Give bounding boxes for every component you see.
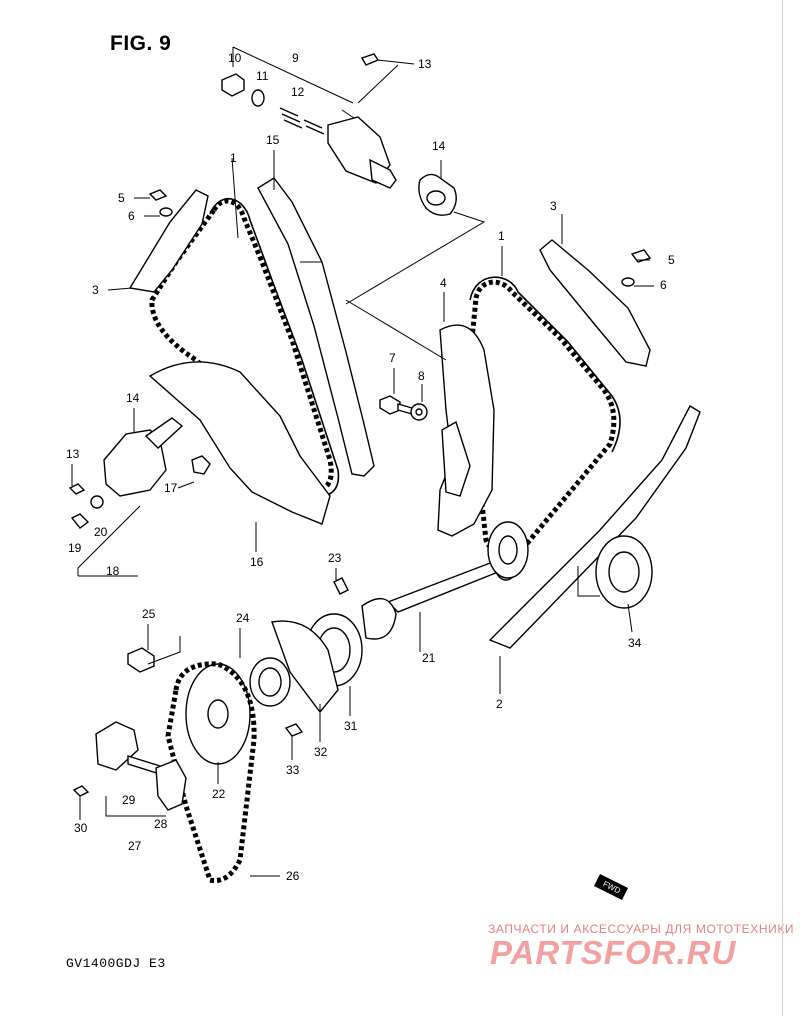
callout-33: 33 <box>286 763 300 777</box>
callout-1-left: 1 <box>230 151 237 165</box>
callout-24: 24 <box>236 611 250 625</box>
callout-28: 28 <box>154 817 168 831</box>
callout-25: 25 <box>142 607 156 621</box>
callout-29: 29 <box>122 793 136 807</box>
callout-30: 30 <box>74 821 88 835</box>
callout-20: 20 <box>94 525 108 539</box>
part-screw-33 <box>284 723 304 737</box>
callout-2: 2 <box>496 697 503 711</box>
part-tensioner-lower <box>72 721 187 817</box>
callout-15: 15 <box>266 133 280 147</box>
part-tensioner-top <box>221 46 415 189</box>
callout-13-top: 13 <box>418 57 432 71</box>
callout-4: 4 <box>440 276 447 290</box>
callout-12: 12 <box>291 85 305 99</box>
part-washer-8 <box>410 403 428 421</box>
fwd-arrow-icon: FWD <box>594 874 628 900</box>
part-gasket-14-top <box>345 160 486 305</box>
part-oil-pump-chain-26 <box>165 661 257 884</box>
callout-18: 18 <box>106 564 120 578</box>
callout-19: 19 <box>68 541 82 555</box>
part-seal-24 <box>249 657 291 707</box>
part-chain-guide-15 <box>257 177 375 477</box>
part-chain-guide-4 <box>437 324 495 537</box>
callout-1-right: 1 <box>498 229 505 243</box>
part-chain-guide-3-right <box>539 239 651 367</box>
callout-17: 17 <box>164 481 178 495</box>
callout-23: 23 <box>328 551 342 565</box>
callout-16: 16 <box>250 555 264 569</box>
callout-22: 22 <box>212 787 226 801</box>
part-chain-guide-16 <box>148 361 331 525</box>
callout-5-left: 5 <box>118 191 125 205</box>
callout-31: 31 <box>344 719 358 733</box>
watermark-logo: PARTSFOR.RU <box>490 934 737 971</box>
callout-21: 21 <box>422 651 436 665</box>
part-sprocket-22 <box>185 663 251 765</box>
figure-title: FIG. 9 <box>110 32 172 55</box>
callout-13-left: 13 <box>66 447 80 461</box>
part-bolt-7 <box>379 395 413 415</box>
callout-10: 10 <box>228 51 242 65</box>
part-bolt-25 <box>127 636 181 673</box>
part-bolt-5-left <box>148 189 173 217</box>
callout-6-left: 6 <box>128 209 135 223</box>
right-edge-divider <box>782 0 783 1016</box>
callout-26: 26 <box>286 869 300 883</box>
part-tensioner-left <box>68 417 211 577</box>
callout-11: 11 <box>256 69 269 83</box>
part-pin-23 <box>333 577 349 595</box>
model-code: GV1400GDJ E3 <box>66 956 166 971</box>
watermark-subtitle: ЗАПЧАСТИ И АКСЕССУАРЫ ДЛЯ МОТОТЕХНИКИ <box>488 922 795 936</box>
callout-14-top: 14 <box>432 139 446 153</box>
callout-5-right: 5 <box>668 253 675 267</box>
callout-34: 34 <box>628 636 642 650</box>
callout-3-right: 3 <box>550 199 557 213</box>
part-chain-guide-3-left <box>128 189 209 293</box>
callout-6-right: 6 <box>660 278 667 292</box>
part-sprocket-camshaft <box>487 521 529 579</box>
part-retainer-32 <box>271 620 339 714</box>
callout-3-left: 3 <box>92 283 99 297</box>
callout-7: 7 <box>389 351 396 365</box>
callout-9: 9 <box>292 51 299 65</box>
callout-27: 27 <box>128 839 142 853</box>
callout-14-left: 14 <box>126 391 140 405</box>
part-bearing-34 <box>577 535 653 609</box>
part-bolt-5-right <box>621 249 652 287</box>
callout-8: 8 <box>418 369 425 383</box>
part-chain-guide-2 <box>488 405 701 649</box>
callout-32: 32 <box>314 745 328 759</box>
